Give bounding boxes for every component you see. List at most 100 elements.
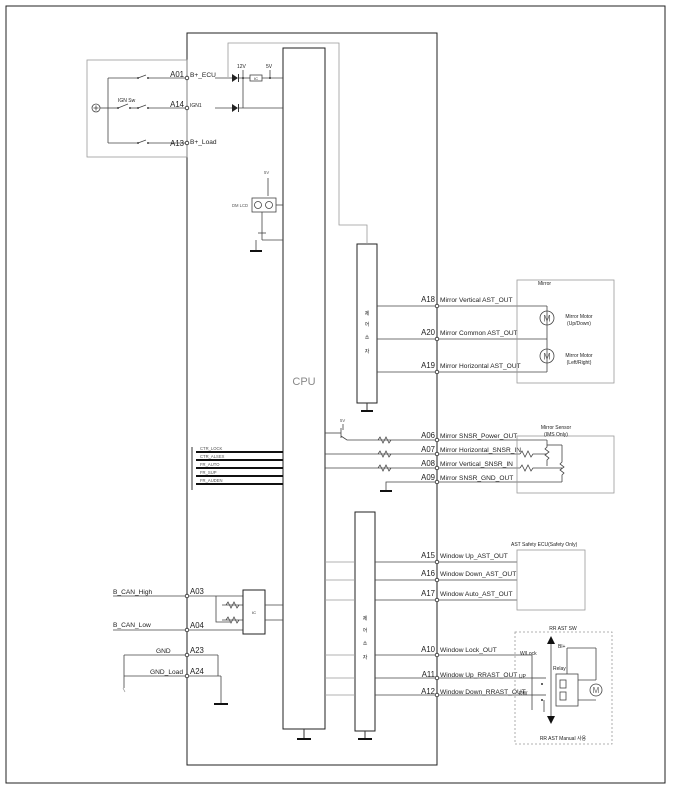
resistor-icon [519,450,547,458]
pin-number: A11 [422,670,435,679]
ign-switch-label: IGN Sw [118,98,136,104]
power-pin-a14: A14 IGN1 [170,100,202,111]
pin-number: A09 [421,473,435,482]
pin-number: A18 [421,295,435,304]
window-output-a15: A15 Window Up_AST_OUT [375,551,517,565]
input-label: FR_AUDEN [200,478,223,483]
mirror-box [516,279,615,384]
pin-number: A10 [421,645,436,654]
motor-icon [539,310,555,326]
motor-label-line-2: (Left/Right) [567,360,592,366]
sensor-v-label: 5V [340,418,345,423]
driver-top-char-4: 자 [365,348,370,355]
mirror-switch-input-2: CTR_ALSEX [196,454,283,461]
arrow-up-icon [547,636,555,644]
rr-pin-a12: A12 Window Down_RRAST_OUT [375,687,532,698]
can-label: B_CAN_High [113,589,153,596]
sensor-pin-a06: A06 Mirror SNSR_Power_OUT [421,431,547,443]
v12-label: 12V [237,64,247,70]
rr-box-title: RR AST SW [549,626,577,632]
driver-top-char-3: 소 [365,335,370,341]
pin-label: Mirror Horizontal_SNSR_IN [440,447,521,454]
rr-motor-glyph: M [593,686,600,695]
regulator-label: IC [254,76,258,81]
mirror-output-a20: A20 Mirror Common AST_OUT [377,328,547,342]
pin-number: A12 [421,687,435,696]
diode-icon [232,104,238,112]
power-pin-a13: A13 B+_Load [170,139,217,148]
lcd-block: 5V DM LCD [232,170,283,252]
rr-pin-a10: A10 Window Lock_OUT [375,645,532,658]
driver-top-char-2: 어 [365,321,370,328]
can-pin-a03: B_CAN_High A03 [113,587,243,599]
mirror-switch-input-3: FR_AUTO [196,462,283,469]
motor-glyph: M [543,352,551,362]
pin-number: A07 [421,445,435,454]
driver-bottom-char-2: 어 [363,627,368,634]
mirror-output-a18: A18 Mirror Vertical AST_OUT [377,295,547,309]
potentiometer-icon [544,440,550,466]
driver-bottom-char-4: 자 [363,654,368,661]
mirror-motor-updown: M Mirror Motor (Up/Down) [539,310,593,327]
rr-wlock-label: W/Lock [520,651,537,657]
pin-label: Window Up_AST_OUT [440,553,508,560]
pin-number: A20 [421,328,436,337]
window-output-a17: A17 Window Auto_AST_OUT [375,589,517,603]
resistor-icon [519,464,562,472]
pin-number: A23 [190,646,204,655]
pin-number: A04 [190,621,205,630]
arrow-down-icon [547,716,555,724]
fuse-icon [137,139,147,144]
input-label: FR_SUP [200,470,217,475]
can-label: B_CAN_Low [113,622,151,629]
fuse-icon [137,104,147,109]
pin-label: Window Auto_AST_OUT [440,591,513,598]
sensor-pin-a09: A09 Mirror SNSR_GND_OUT [421,473,562,485]
outer-frame [5,5,666,784]
ecu-box [186,32,438,766]
lcd-v-label: 5V [264,170,269,175]
mirror-switch-input-5: FR_AUDEN [196,478,283,485]
rr-box-footer: RR AST Manual 사용 [540,735,587,742]
mirror-motor-leftright: M Mirror Motor (Left/Right) [539,348,593,366]
driver-top-char-1: 제 [365,310,370,317]
v5-label: 5V [266,64,273,70]
power-pin-a01: A01 B+_ECU [170,70,216,81]
lcd-label: DM LCD [232,203,248,208]
pin-label: Window Up_RRAST_OUT [440,672,517,679]
mirror-switch-inputs: CTR_LOCK CTR_ALSEX FR_AUTO FR_SUP FR_AUD… [191,446,283,490]
cpu-block [282,47,326,730]
resistor-icon [377,464,392,472]
pin-number: A01 [170,70,184,79]
diode-icon [232,74,238,82]
gnd-pin-a24: GND_Load A24 [124,667,221,679]
gnd-label: GND [156,648,171,655]
driver-bottom-char-3: 소 [363,641,368,647]
rr-ast-sw-box [514,631,613,745]
ign-switch-icon [117,103,129,109]
pin-label: IGN1 [190,103,202,109]
resistor-icon [377,450,392,458]
motor-label-line-1: Mirror Motor [565,353,593,359]
input-label: CTR_LOCK [200,446,223,451]
cpu-label: CPU [292,376,315,388]
mirror-sensor-box [516,435,615,494]
pin-label: Window Lock_OUT [440,647,497,654]
mirror-switch-input-4: FR_SUP [196,470,283,477]
gnd-label: GND_Load [150,669,183,676]
pin-label: Mirror SNSR_GND_OUT [440,475,513,482]
pin-label: Mirror Horizontal AST_OUT [440,363,521,370]
sensor-title-line-1: Mirror Sensor [541,425,572,431]
safety-box-title: AST Safety ECU(Safety Only) [511,542,578,548]
pin-number: A13 [170,139,184,148]
pin-number: A15 [421,551,436,560]
resistor-icon [377,436,392,444]
rr-up-label: UP [519,674,527,680]
mirror-switch-input-1: CTR_LOCK [196,446,283,453]
mirror-box-title: Mirror [538,281,551,287]
pin-label: Window Down_AST_OUT [440,571,516,578]
potentiometer-icon [559,445,565,482]
motor-glyph: M [543,314,551,324]
pin-label: B+_ECU [190,72,216,79]
input-label: CTR_ALSEX [200,454,225,459]
